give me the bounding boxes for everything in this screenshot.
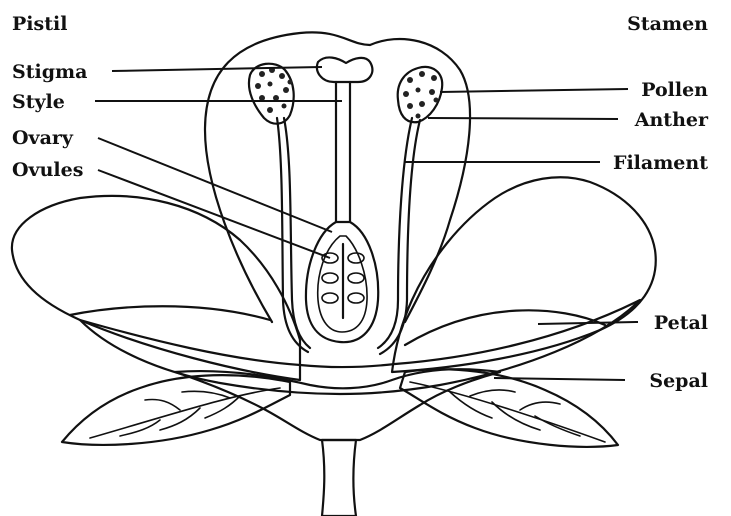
ovary-leader	[98, 138, 332, 232]
petal-left	[12, 196, 300, 380]
heading-pistil: Pistil	[12, 13, 67, 35]
label-stigma: Stigma	[12, 61, 87, 83]
heading-stamen: Stamen	[627, 13, 708, 35]
ovules-leader	[98, 170, 330, 258]
label-petal: Petal	[654, 312, 708, 334]
label-ovary: Ovary	[12, 127, 74, 149]
receptacle	[175, 369, 500, 440]
stem	[322, 440, 356, 516]
sepal-left	[62, 375, 290, 445]
pistil-style	[336, 82, 350, 222]
label-ovules: Ovules	[12, 159, 83, 181]
label-style: Style	[12, 91, 65, 113]
petal-leader	[538, 322, 638, 324]
label-anther: Anther	[634, 109, 709, 131]
anther-leader	[428, 118, 618, 119]
pistil-stigma	[317, 57, 372, 82]
stigma-leader	[112, 67, 322, 71]
label-sepal: Sepal	[649, 370, 708, 392]
label-pollen: Pollen	[641, 79, 708, 101]
stamen-left-filament	[284, 118, 310, 348]
label-filament: Filament	[613, 152, 708, 174]
